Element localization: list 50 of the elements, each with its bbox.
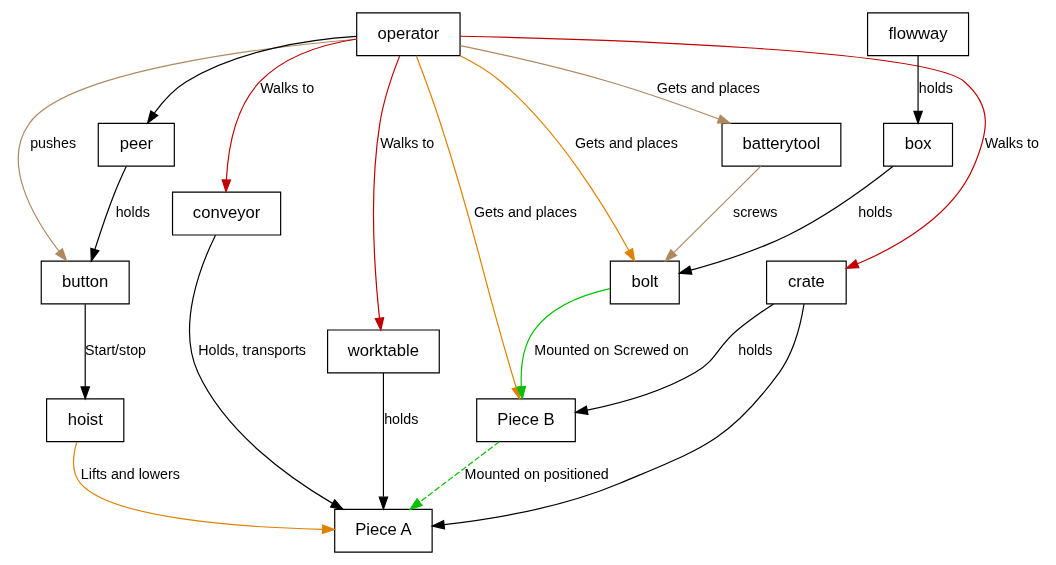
edge-label: Walks to xyxy=(379,135,434,152)
edge-label: Start/stop xyxy=(84,342,146,359)
arrow xyxy=(573,303,774,415)
node-box: hoist xyxy=(45,398,124,443)
node-box: button xyxy=(40,260,130,305)
arrow xyxy=(459,35,986,269)
arrow xyxy=(459,55,635,263)
edge-label: Walks to xyxy=(259,80,314,97)
node-box: operator xyxy=(355,12,461,57)
arrow xyxy=(459,45,732,124)
arrow xyxy=(663,165,761,263)
node-box: Piece B xyxy=(475,398,576,443)
arrow xyxy=(220,38,357,194)
edge-label: Walks to xyxy=(984,135,1039,152)
arrow xyxy=(429,303,805,530)
edge-label: holds xyxy=(918,80,953,97)
arrow xyxy=(79,303,90,401)
edge-label: holds xyxy=(115,204,150,221)
arrow xyxy=(515,288,611,401)
edge-label: screws xyxy=(732,204,777,221)
arrow xyxy=(408,441,500,511)
node-box: peer xyxy=(97,122,175,167)
node-box: crate xyxy=(765,260,847,305)
edge-label: holds xyxy=(383,411,418,427)
arrow xyxy=(677,165,894,275)
edge-label: Lifts and lowers xyxy=(80,466,180,483)
node-box: batterytool xyxy=(720,122,841,167)
edge-label: Mounted on positioned xyxy=(464,466,609,483)
edge-label: Mounted on Screwed on xyxy=(533,342,689,359)
edge-label: Gets and places xyxy=(574,135,678,152)
arrow xyxy=(912,55,923,126)
arrow xyxy=(89,165,127,263)
node-box: box xyxy=(882,122,953,167)
arrow xyxy=(377,372,388,511)
edge-label: holds xyxy=(857,204,892,221)
arrow xyxy=(17,38,357,262)
arrow xyxy=(146,35,357,125)
arrow xyxy=(372,55,400,332)
arrow xyxy=(72,441,336,535)
node-box: conveyor xyxy=(171,191,281,236)
edge-label: holds xyxy=(737,342,772,359)
edge-label: Gets and places xyxy=(656,80,760,97)
node-box: worktable xyxy=(326,329,440,374)
edge-label: Holds, transports xyxy=(197,342,306,359)
arrow xyxy=(188,234,344,511)
edge-label: pushes xyxy=(29,135,76,152)
edge-label: Gets and places xyxy=(473,204,577,221)
node-box: flowway xyxy=(866,12,969,57)
node-box: Piece A xyxy=(333,508,433,553)
node-box: bolt xyxy=(609,260,680,305)
